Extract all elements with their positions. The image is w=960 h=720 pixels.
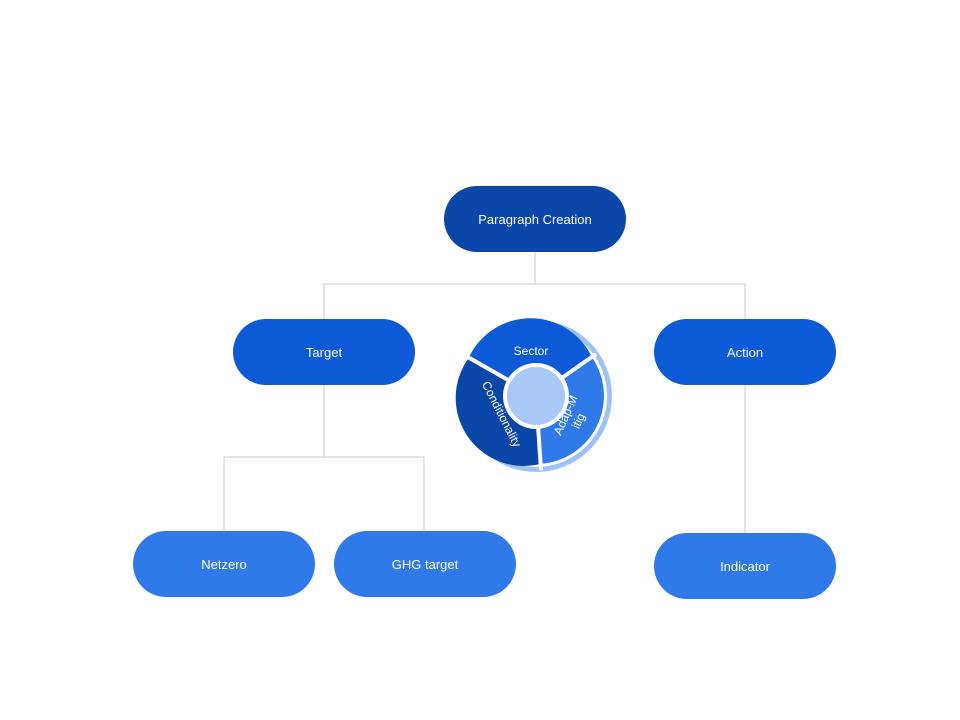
- connector-target-to-children: [223, 385, 425, 531]
- node-label: Target: [305, 344, 343, 360]
- wheel-segment-adap-mitig: [536, 357, 604, 464]
- node-label: Netzero: [201, 556, 247, 572]
- wheel-hub: [507, 367, 565, 425]
- wheel-label-sector: Sector: [514, 344, 549, 358]
- node-netzero[interactable]: Netzero: [133, 531, 315, 597]
- connector-root-to-level1: [323, 252, 746, 319]
- node-ghg-target[interactable]: GHG target: [334, 531, 516, 597]
- node-target[interactable]: Target: [233, 319, 415, 385]
- wheel-label-adap-mitig-line2: itig: [569, 411, 588, 431]
- wheel-segment-conditionality: [455, 358, 541, 466]
- node-label: Indicator: [720, 558, 770, 574]
- node-label: Action: [726, 344, 764, 360]
- node-action[interactable]: Action: [654, 319, 836, 385]
- node-label: GHG target: [391, 556, 459, 572]
- node-indicator[interactable]: Indicator: [654, 533, 836, 599]
- node-paragraph-creation[interactable]: Paragraph Creation: [444, 186, 626, 252]
- node-label: Paragraph Creation: [478, 211, 592, 227]
